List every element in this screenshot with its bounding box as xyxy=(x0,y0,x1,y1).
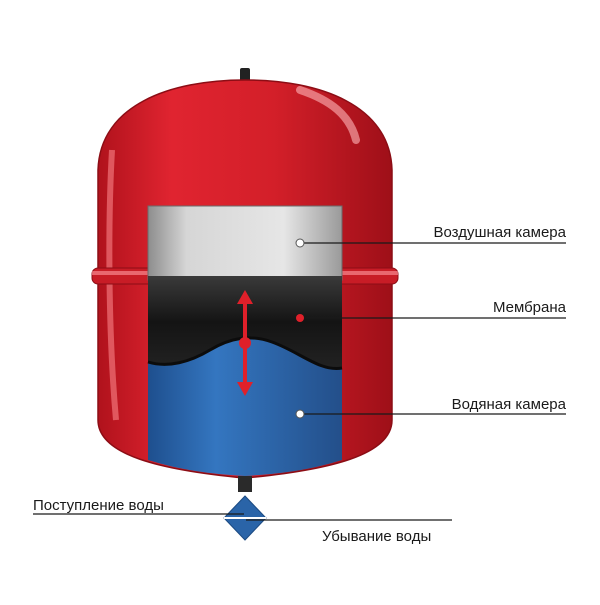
membrane-label: Мембрана xyxy=(492,299,566,316)
water-chamber xyxy=(148,337,342,476)
water-outflow-label: Убывание воды xyxy=(322,528,432,545)
outlet-pipe xyxy=(238,476,252,492)
membrane-edge xyxy=(147,336,343,370)
top-nipple xyxy=(240,68,250,82)
tank-top-highlight xyxy=(296,86,360,144)
leader-dots xyxy=(295,238,305,419)
water-chamber-label: Водяная камера xyxy=(451,396,566,413)
membrane-movement-arrow xyxy=(237,290,253,396)
water-inflow-label: Поступление воды xyxy=(33,497,164,514)
leader-lines xyxy=(33,242,566,521)
air-chamber-label: Воздушная камера xyxy=(433,224,566,241)
